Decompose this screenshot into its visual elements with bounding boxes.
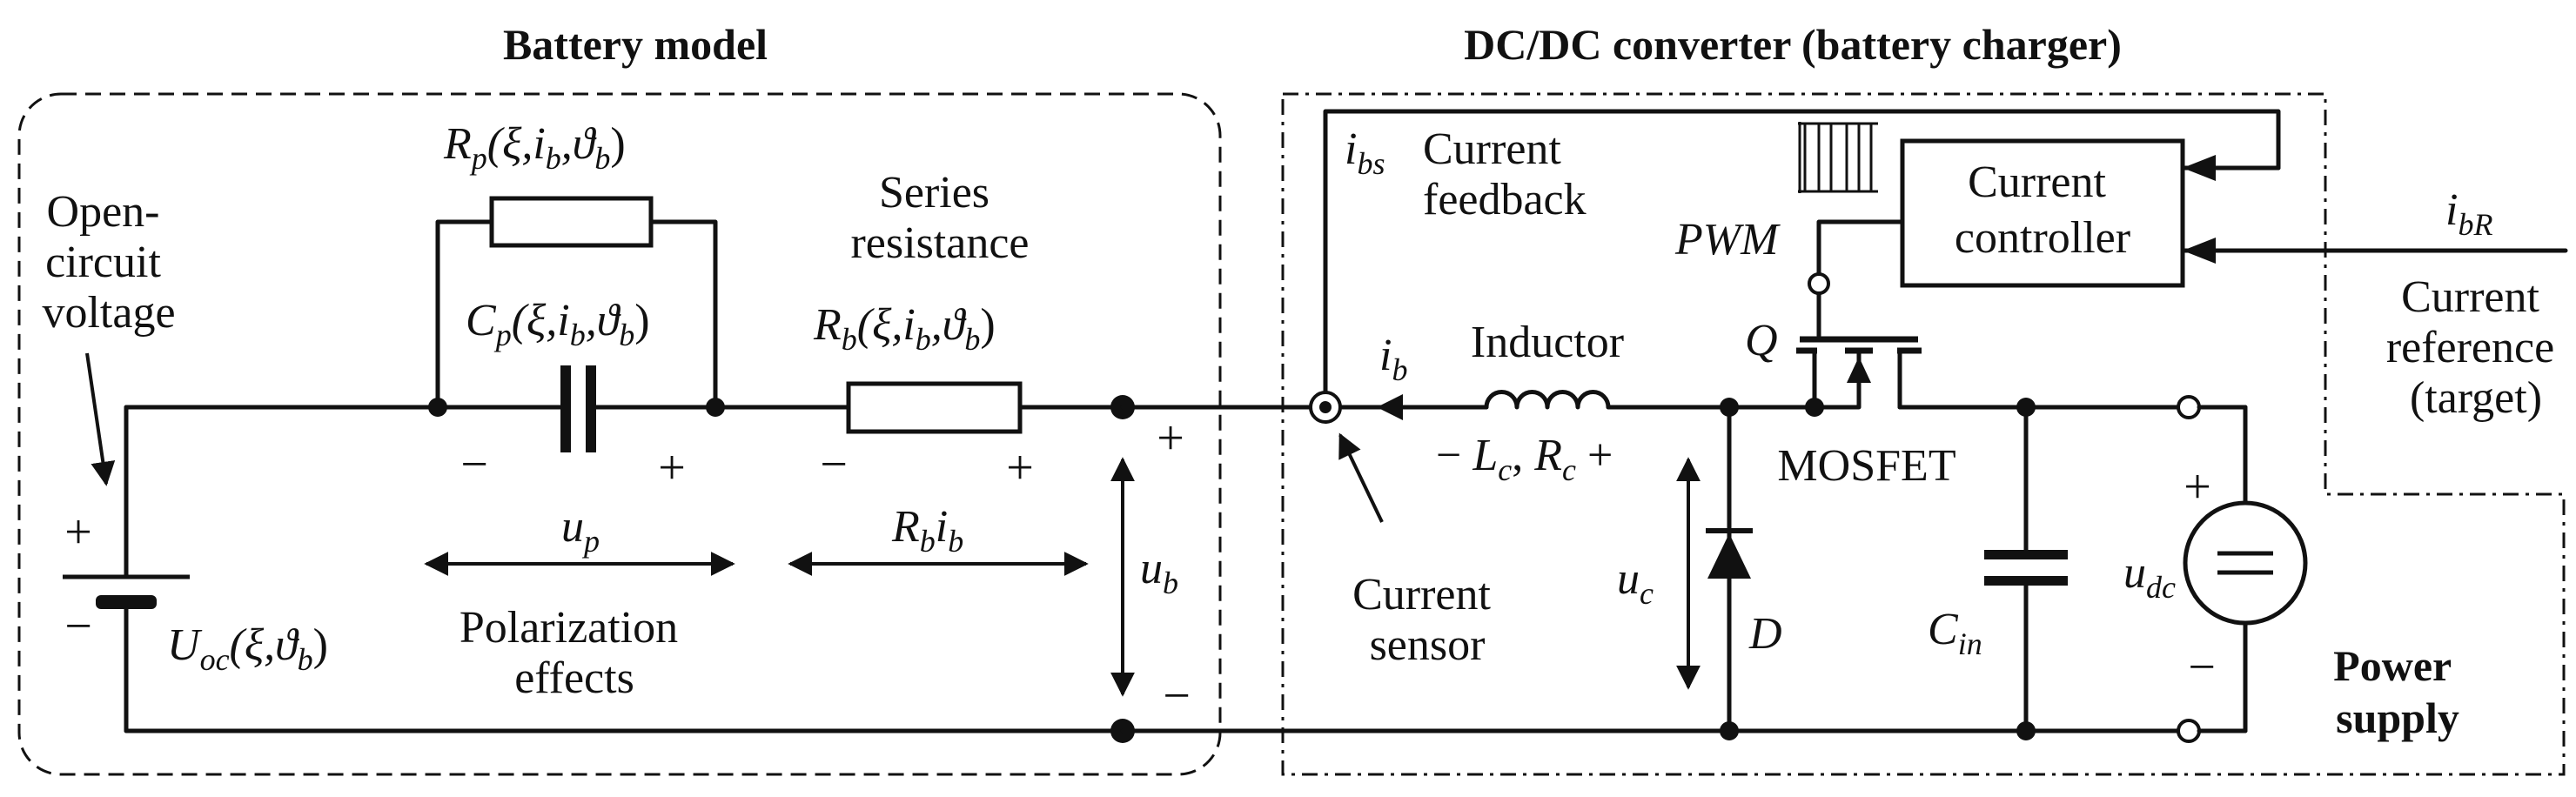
converter-wiring bbox=[1120, 109, 2568, 733]
ocv-label: Open- circuit voltage bbox=[42, 187, 175, 338]
junction-dot bbox=[2016, 398, 2036, 417]
current-sensor-label: Current sensor bbox=[1352, 570, 1502, 670]
junction-dot bbox=[706, 398, 725, 417]
battery-plus-sign: + bbox=[64, 506, 92, 559]
converter-boundary bbox=[1281, 92, 2566, 776]
rb-minus-sign: − bbox=[820, 438, 848, 492]
junction-dot bbox=[1805, 398, 1824, 417]
ub-label: ub bbox=[1140, 544, 1178, 600]
cin-label: Cin bbox=[1928, 605, 1982, 661]
cp-label: Cp(ξ,ib,ϑb) bbox=[466, 296, 650, 352]
feedback-arrowhead bbox=[2183, 155, 2216, 181]
inductor-coil bbox=[1484, 390, 1611, 410]
rb-label: Rb(ξ,ib,ϑb) bbox=[813, 300, 996, 357]
polarization-caption: Polarization effects bbox=[460, 603, 689, 703]
uc-label: uc bbox=[1617, 554, 1654, 611]
junction-dot bbox=[428, 398, 447, 417]
junction-dot bbox=[2016, 721, 2036, 740]
pwm-waveform-icon bbox=[1798, 122, 1878, 193]
ub-minus-sign: − bbox=[1163, 669, 1191, 723]
sensor-arrow bbox=[1338, 432, 1384, 523]
mosfet-symbol bbox=[1796, 336, 1922, 410]
battery-cell bbox=[63, 574, 190, 609]
ocv-arrow bbox=[85, 352, 116, 486]
diode-label: D bbox=[1748, 609, 1782, 659]
ib-label: ib bbox=[1379, 331, 1407, 387]
q-label: Q bbox=[1745, 316, 1778, 365]
cp-minus-sign: − bbox=[460, 438, 488, 492]
cin-capacitor bbox=[1984, 550, 2068, 586]
rb-resistor bbox=[846, 381, 1023, 434]
dc-source-symbol bbox=[2183, 500, 2308, 626]
current-controller-box bbox=[1900, 138, 2185, 288]
supply-terminal-negative bbox=[2177, 719, 2201, 743]
current-controller-label: Current controller bbox=[1955, 157, 2130, 263]
supply-terminal-positive bbox=[2177, 395, 2201, 419]
ub-plus-sign: + bbox=[1157, 412, 1184, 465]
battery-minus-sign: − bbox=[64, 599, 92, 653]
lc-rc-label: − Lc, Rc + bbox=[1436, 431, 1613, 487]
reference-arrowhead bbox=[2183, 238, 2216, 264]
rb-plus-sign: + bbox=[1006, 441, 1034, 495]
junction-dot bbox=[1720, 398, 1739, 417]
cp-plus-sign: + bbox=[658, 441, 686, 495]
uoc-label: Uoc(ξ,ϑb) bbox=[167, 620, 328, 677]
current-feedback-label: Current feedback bbox=[1423, 124, 1587, 224]
current-reference-label: Current reference (target) bbox=[2386, 272, 2566, 423]
rb-drop-label: Rbib bbox=[891, 502, 963, 559]
rp-resistor bbox=[489, 196, 654, 248]
junction-dot bbox=[1720, 721, 1739, 740]
power-supply-label: Power supply bbox=[2333, 641, 2462, 742]
up-label: up bbox=[561, 502, 600, 559]
udc-minus-sign: − bbox=[2188, 640, 2216, 694]
mosfet-label: MOSFET bbox=[1777, 441, 1955, 491]
dcdc-converter-title: DC/DC converter (battery charger) bbox=[1464, 20, 2122, 69]
diode-symbol bbox=[1706, 528, 1753, 579]
ibr-label: ibR bbox=[2445, 185, 2492, 242]
ibs-label: ibs bbox=[1345, 124, 1385, 181]
battery-model-title: Battery model bbox=[503, 20, 768, 69]
udc-label: udc bbox=[2123, 548, 2176, 605]
series-resistance-label: Series resistance bbox=[850, 168, 1029, 268]
current-sensor-symbol bbox=[1309, 391, 1342, 424]
gate-terminal bbox=[1808, 272, 1830, 295]
rp-label: Rp(ξ,ib,ϑb) bbox=[443, 119, 626, 176]
udc-plus-sign: + bbox=[2184, 460, 2211, 514]
battery-wiring bbox=[124, 219, 1125, 733]
pwm-label: PWM bbox=[1674, 215, 1781, 265]
battery-model-boundary bbox=[17, 92, 1222, 776]
cp-capacitor bbox=[560, 365, 596, 452]
inductor-label: Inductor bbox=[1471, 318, 1624, 367]
